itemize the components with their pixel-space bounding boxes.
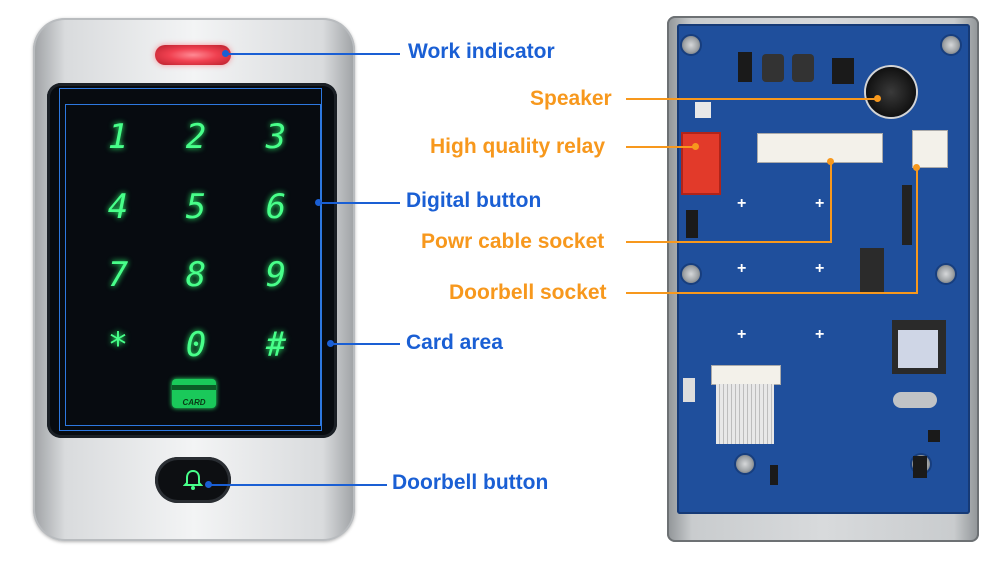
key-6[interactable]: 6 xyxy=(265,187,287,227)
jumper xyxy=(695,102,711,118)
touch-panel xyxy=(47,83,337,438)
doorbell-button-line xyxy=(211,484,387,486)
key-star[interactable]: * xyxy=(107,325,129,365)
card-icon: CARD xyxy=(172,379,216,408)
power-socket-label: Powr cable socket xyxy=(421,230,605,253)
key-9[interactable]: 9 xyxy=(265,255,287,295)
card-area-label: Card area xyxy=(406,331,503,354)
doorbell-socket-vline xyxy=(916,168,918,294)
key-7[interactable]: 7 xyxy=(107,255,129,295)
relay-label: High quality relay xyxy=(430,135,606,158)
mount-hole xyxy=(682,36,700,54)
doorbell-button[interactable] xyxy=(155,457,231,503)
relay-line xyxy=(626,146,694,148)
crystal-oscillator xyxy=(893,392,937,408)
silk-plus: + xyxy=(737,260,747,277)
mount-hole xyxy=(736,455,754,473)
ribbon-connector xyxy=(711,365,781,385)
power-cable-socket xyxy=(757,133,883,163)
mount-hole xyxy=(682,265,700,283)
ribbon-cable xyxy=(716,384,774,444)
silk-plus: + xyxy=(737,326,747,343)
key-2[interactable]: 2 xyxy=(185,117,207,157)
doorbell-button-label: Doorbell button xyxy=(392,471,549,494)
speaker-line xyxy=(626,98,876,100)
key-1[interactable]: 1 xyxy=(107,117,129,157)
work-indicator-line xyxy=(228,53,400,55)
key-hash[interactable]: # xyxy=(265,325,287,365)
bell-icon xyxy=(183,469,203,490)
led-diode xyxy=(686,210,698,238)
silk-plus: + xyxy=(815,326,825,343)
j2-header xyxy=(928,430,940,442)
doorbell-socket-dot xyxy=(913,164,920,171)
power-socket-vline xyxy=(830,162,832,243)
digital-button-dot xyxy=(315,199,322,206)
resistor-block xyxy=(860,248,884,294)
u6-chip xyxy=(913,456,927,478)
speaker-buzzer xyxy=(866,67,916,117)
mount-hole xyxy=(942,36,960,54)
silk-plus: + xyxy=(737,195,747,212)
work-indicator-label: Work indicator xyxy=(408,40,555,63)
doorbell-button-dot xyxy=(205,481,212,488)
resistor-array xyxy=(902,185,912,245)
silk-plus: + xyxy=(815,195,825,212)
key-8[interactable]: 8 xyxy=(185,255,207,295)
capacitor xyxy=(792,54,814,82)
speaker-dot xyxy=(874,95,881,102)
speaker-label: Speaker xyxy=(530,87,612,110)
key-3[interactable]: 3 xyxy=(265,117,287,157)
key-4[interactable]: 4 xyxy=(107,187,129,227)
card-label: CARD xyxy=(182,398,206,407)
key-0[interactable]: 0 xyxy=(185,325,207,365)
relay-dot xyxy=(692,143,699,150)
mount-hole xyxy=(937,265,955,283)
doorbell-socket-connector xyxy=(912,130,948,168)
diode xyxy=(770,465,778,485)
mcu-sticker xyxy=(898,330,938,368)
relay-component xyxy=(681,132,721,195)
power-socket-line xyxy=(626,241,832,243)
diode xyxy=(738,52,752,82)
card-area-outline xyxy=(59,88,322,431)
card-area-line xyxy=(333,343,400,345)
digital-button-label: Digital button xyxy=(406,189,542,212)
regulator-chip xyxy=(832,58,854,84)
doorbell-socket-label: Doorbell socket xyxy=(449,281,607,304)
key-5[interactable]: 5 xyxy=(185,187,207,227)
card-area-dot xyxy=(327,340,334,347)
card-stripe xyxy=(172,385,216,390)
capacitor xyxy=(762,54,784,82)
work-indicator-dot xyxy=(222,50,229,57)
work-indicator-led xyxy=(155,45,231,65)
power-socket-dot xyxy=(827,158,834,165)
silk-plus: + xyxy=(815,260,825,277)
doorbell-socket-line xyxy=(626,292,918,294)
opt-jumper xyxy=(683,378,695,402)
digital-button-outline xyxy=(65,104,321,426)
digital-button-line xyxy=(321,202,400,204)
